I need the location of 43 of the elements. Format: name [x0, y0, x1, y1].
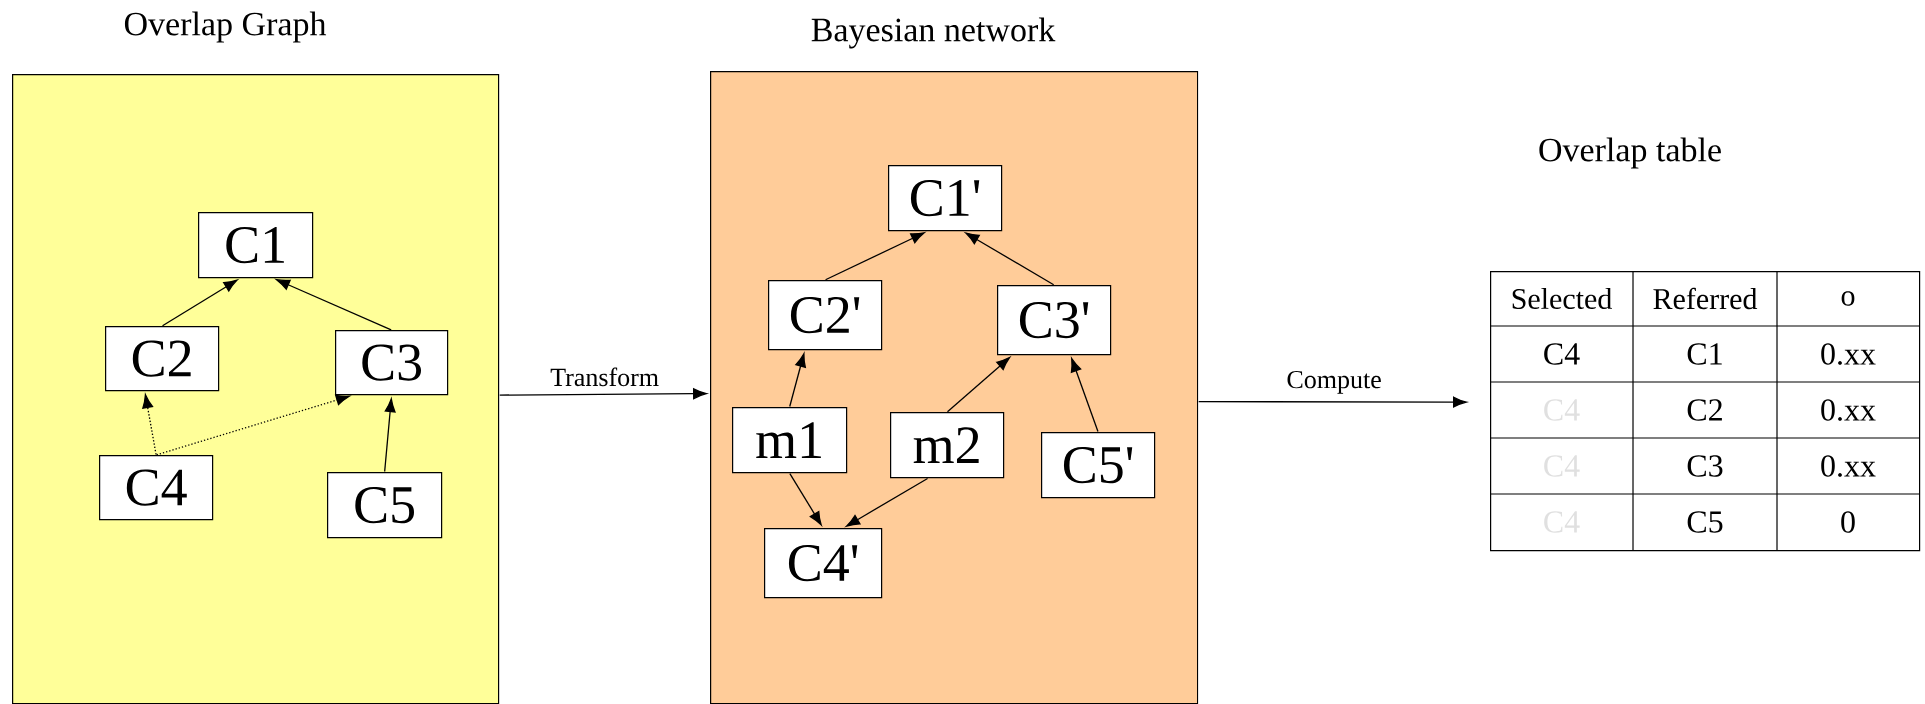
arrow [1070, 358, 1099, 433]
process-box: C4' [764, 528, 883, 599]
table-cell: C5 [1687, 511, 1723, 533]
arrow [789, 353, 806, 408]
arrow [845, 477, 929, 527]
arrow [946, 356, 1011, 413]
table-cell: C4 [1544, 343, 1580, 365]
edge-label: Transform [550, 367, 659, 387]
table-cell: 0.xx [1821, 455, 1876, 477]
process-box: C4 [99, 455, 214, 521]
table-cell: Referred [1653, 287, 1758, 310]
panel-title: Overlap Graph [124, 11, 327, 43]
process-box: C1 [198, 212, 314, 279]
table-cell: C1 [1687, 343, 1722, 365]
process-box: C2 [105, 326, 220, 392]
process-box: C1' [888, 165, 1003, 232]
arrow [965, 232, 1055, 286]
table-cell: 0.xx [1821, 343, 1876, 365]
arrow [384, 398, 396, 473]
edge-label: Compute [1287, 370, 1381, 394]
arrow [155, 394, 350, 456]
arrow [824, 232, 925, 281]
arrow [1198, 396, 1467, 408]
table-title: Overlap table [1539, 137, 1721, 169]
process-box: m1 [732, 407, 848, 474]
table-cell: 0 [1841, 511, 1855, 533]
table-cell: Selected [1512, 287, 1612, 310]
table-cell: 0.xx [1821, 399, 1876, 421]
table-cell: C2 [1687, 399, 1722, 421]
process-box: C3 [335, 330, 449, 396]
panel-title: Bayesian network [811, 17, 1056, 49]
arrow [275, 279, 392, 331]
table-cell: C3 [1687, 455, 1723, 477]
process-box: C5 [327, 472, 443, 539]
table-cell: o [1841, 291, 1855, 306]
process-box: C2' [768, 280, 883, 351]
arrow [789, 472, 822, 526]
process-box: C5' [1041, 432, 1156, 499]
arrow [499, 388, 707, 400]
process-box: C3' [997, 285, 1112, 356]
arrow [142, 394, 157, 456]
arrow [161, 279, 238, 327]
process-box: m2 [890, 412, 1005, 479]
